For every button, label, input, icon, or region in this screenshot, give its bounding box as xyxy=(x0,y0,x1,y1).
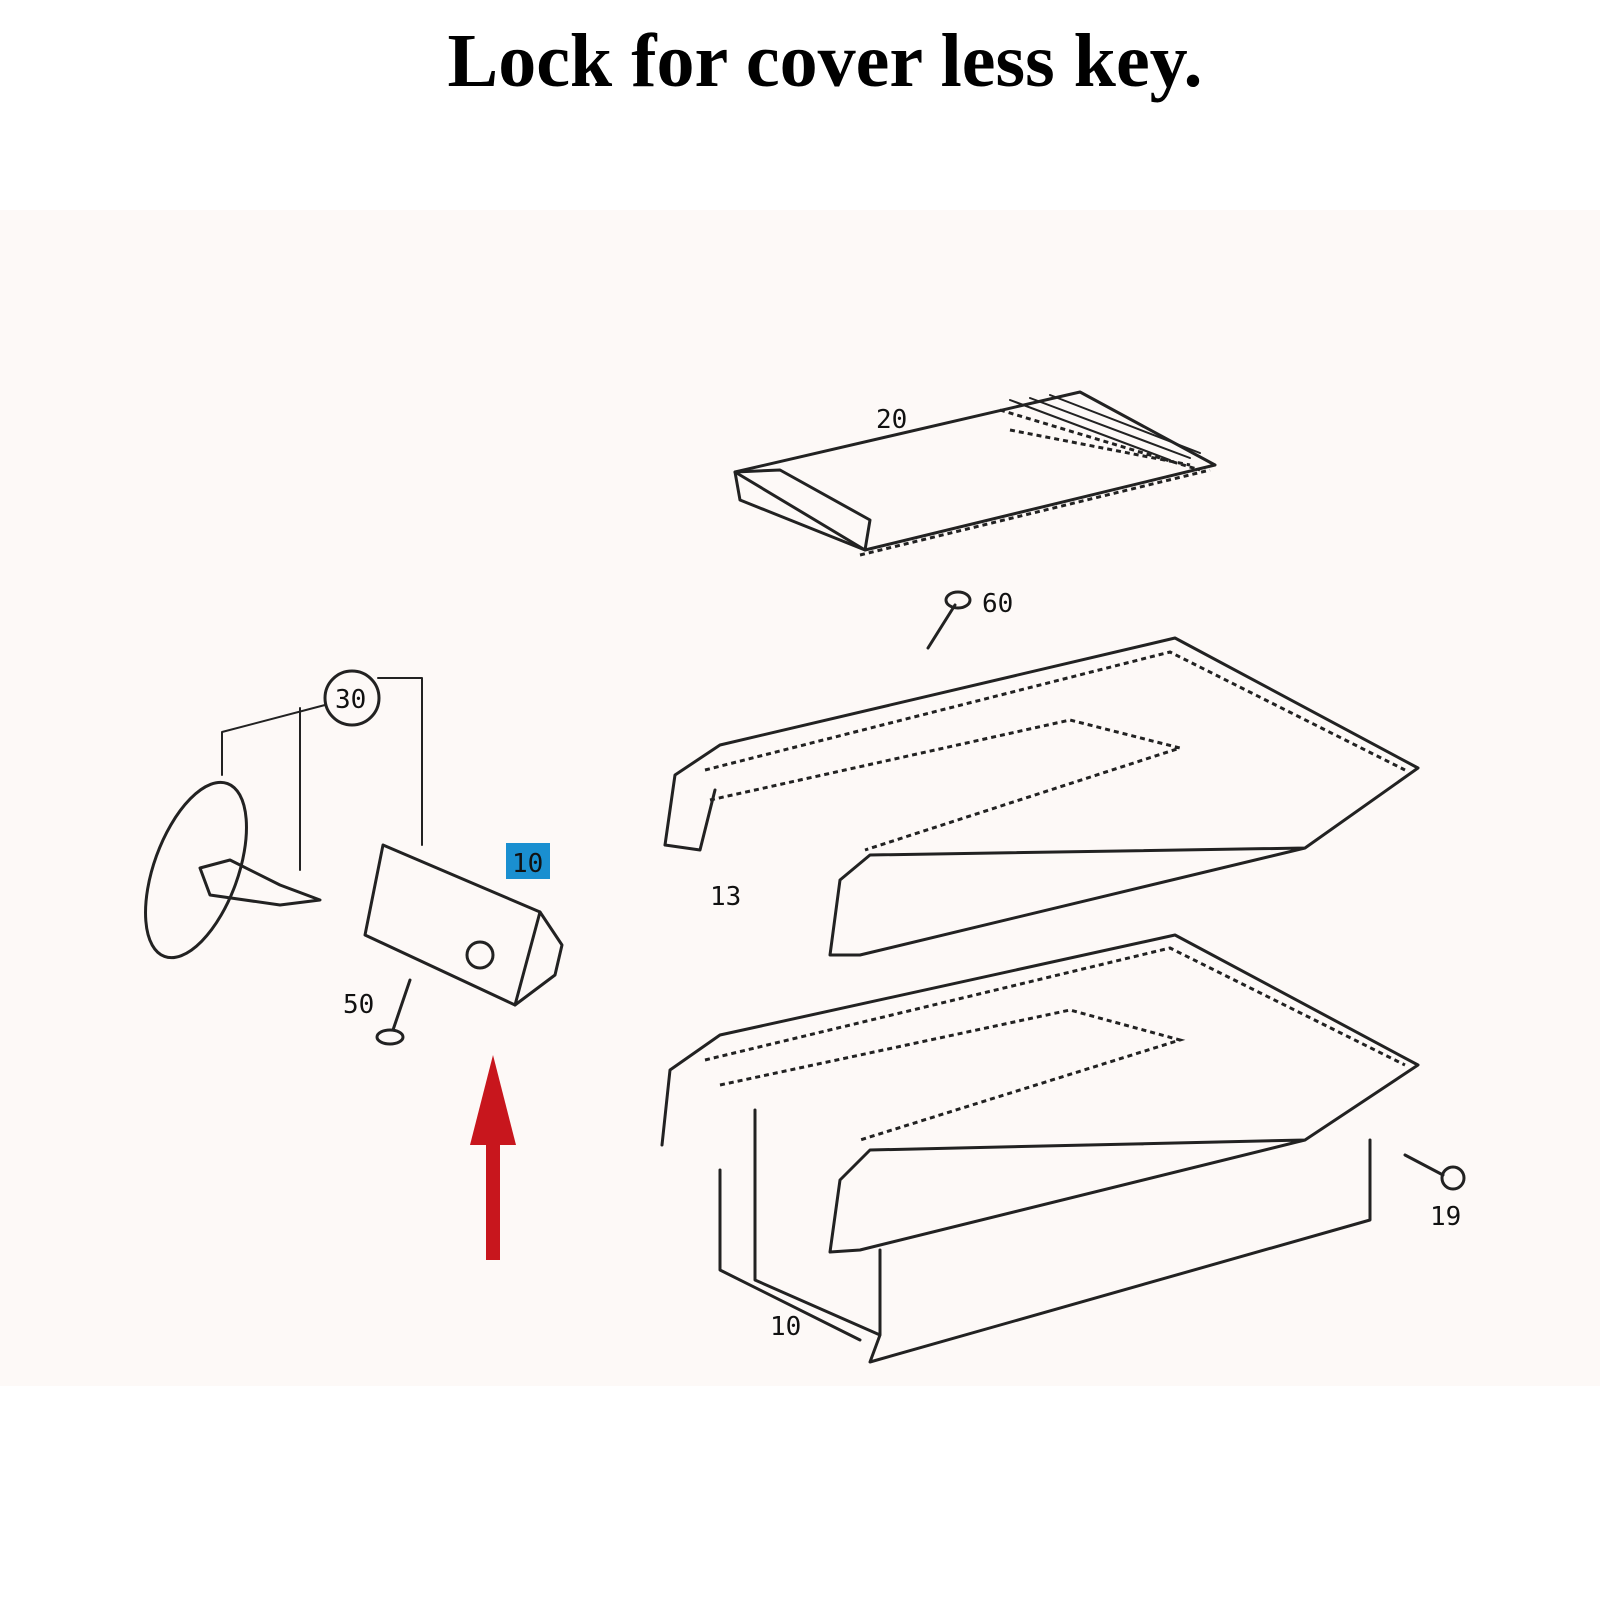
screw-50 xyxy=(375,978,412,1046)
red-arrow-icon xyxy=(470,1055,516,1260)
page-title: Lock for cover less key. xyxy=(447,19,1203,103)
label-lock-set: 30 xyxy=(335,685,366,715)
screw-19 xyxy=(1403,1153,1466,1191)
label-screw-lock: 50 xyxy=(343,990,374,1020)
cover-part xyxy=(733,390,1217,557)
armrest-base xyxy=(660,933,1420,1364)
label-base: 10 xyxy=(770,1312,801,1342)
label-cover: 20 xyxy=(876,405,907,435)
label-lock-highlighted: 10 xyxy=(512,849,543,879)
label-screw-side: 19 xyxy=(1430,1202,1461,1232)
label-hinge-pin: 13 xyxy=(710,882,741,912)
armrest-lid xyxy=(663,636,1420,957)
highlight-box xyxy=(506,843,550,879)
label-screw-top: 60 xyxy=(982,589,1013,619)
diagram-panel xyxy=(0,210,1600,1386)
screw-60 xyxy=(926,590,972,650)
lock-set-30 xyxy=(144,669,564,1007)
